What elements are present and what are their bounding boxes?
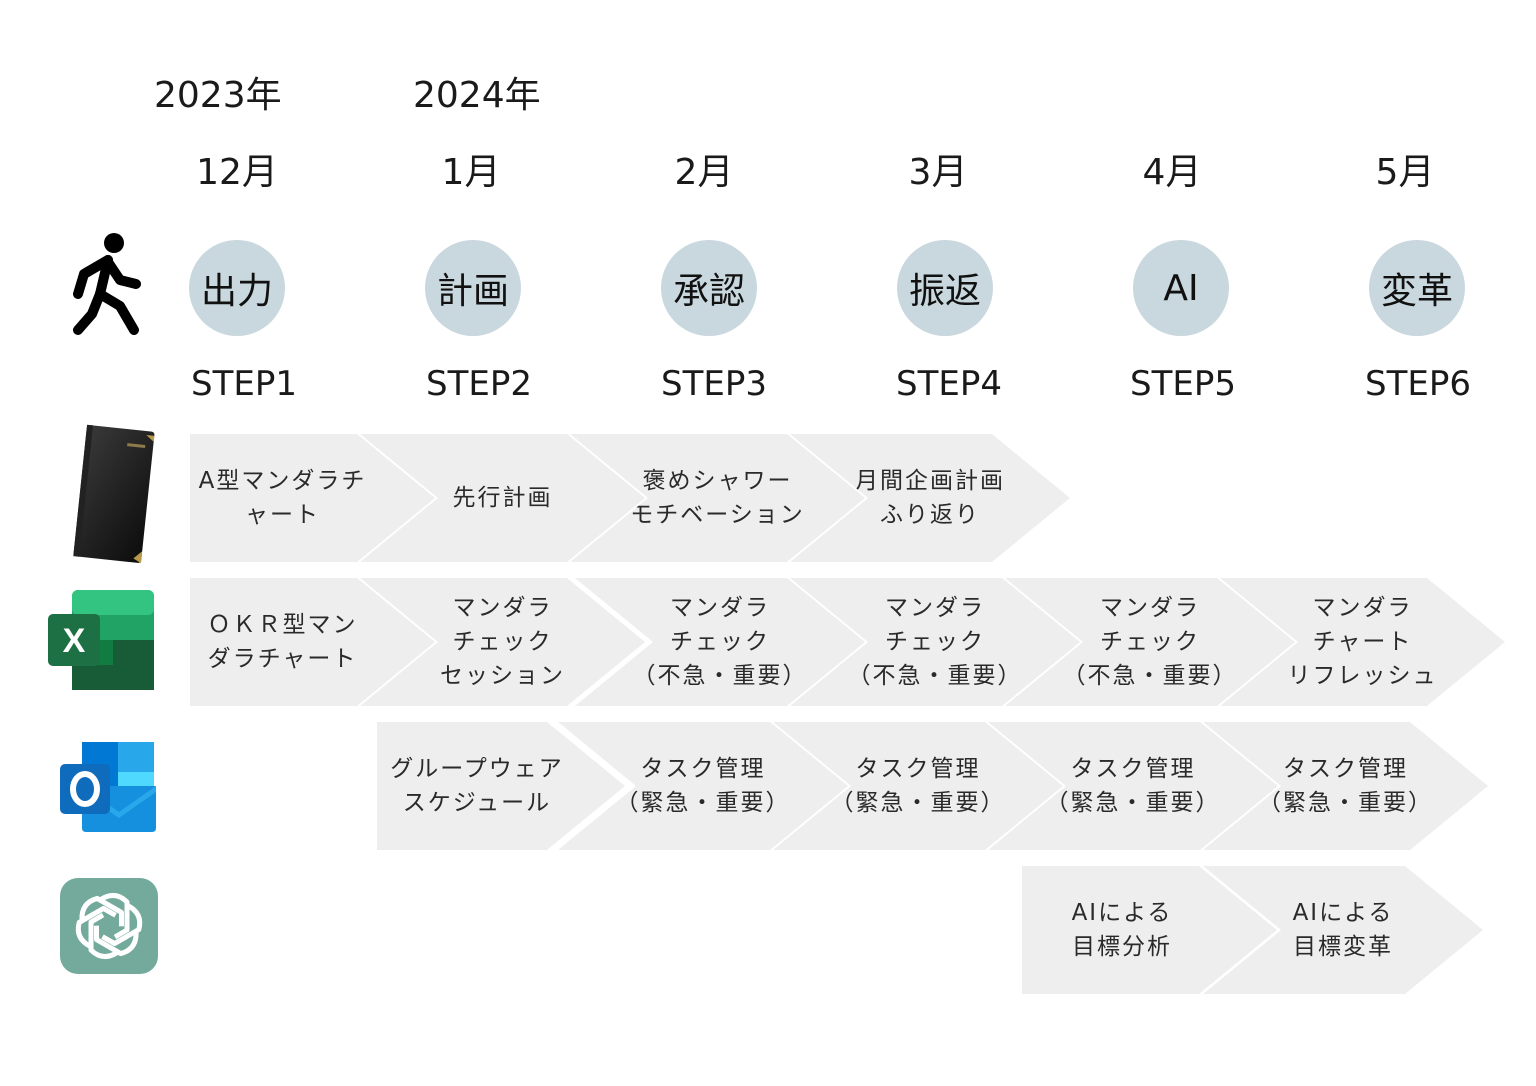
phase-circle-output: 出力	[189, 240, 285, 336]
phase-circle-review: 振返	[897, 240, 993, 336]
outlook-arrow-2-label: タスク管理 （緊急・重要）	[615, 756, 791, 816]
excel-arrow-5-label: マンダラ チェック （不急・重要）	[1062, 595, 1238, 689]
step-6: STEP6	[1365, 364, 1471, 404]
outlook-arrow-4-label: タスク管理 （緊急・重要）	[1045, 756, 1221, 816]
ai-arrow-2-label: AIによる 目標変革	[1292, 900, 1394, 960]
month-feb: 2月	[674, 152, 734, 193]
month-mar: 3月	[908, 152, 968, 193]
notebook-arrow-2-label: 先行計画	[452, 485, 553, 511]
month-may: 5月	[1375, 152, 1435, 193]
month-dec: 12月	[196, 152, 278, 193]
year-2023: 2023年	[154, 75, 282, 116]
svg-text:X: X	[63, 622, 86, 660]
step-4: STEP4	[896, 364, 1002, 404]
notebook-arrow-4-label: 月間企画計画 ふり返り	[855, 468, 1005, 528]
ai-arrow-1-label: AIによる 目標分析	[1071, 900, 1173, 960]
phase-circle-plan: 計画	[425, 240, 521, 336]
excel-arrow-1-label: ＯＫＲ型マン ダラチャート	[207, 612, 358, 672]
black-notebook-icon	[73, 424, 155, 564]
year-2024: 2024年	[413, 75, 541, 116]
month-apr: 4月	[1142, 152, 1202, 193]
excel-arrow-4-label: マンダラ チェック （不急・重要）	[847, 595, 1023, 689]
step-5: STEP5	[1130, 364, 1236, 404]
chatgpt-icon	[60, 878, 158, 974]
step-3: STEP3	[661, 364, 767, 404]
phase-circle-transform: 変革	[1369, 240, 1465, 336]
outlook-icon	[60, 742, 156, 832]
step-1: STEP1	[191, 364, 297, 404]
outlook-arrow-5-label: タスク管理 （緊急・重要）	[1258, 756, 1433, 816]
step-2: STEP2	[426, 364, 532, 404]
phase-circle-approval: 承認	[661, 240, 757, 336]
phase-circle-ai: AI	[1133, 240, 1229, 336]
outlook-arrow-3-label: タスク管理 （緊急・重要）	[830, 756, 1006, 816]
month-jan: 1月	[441, 152, 501, 193]
excel-icon: X	[48, 590, 154, 690]
excel-arrow-3-label: マンダラ チェック （不急・重要）	[632, 595, 808, 689]
outlook-arrow-1-label: グループウェア スケジュール	[390, 756, 564, 816]
excel-arrow-6-label: マンダラ チャート リフレッシュ	[1287, 595, 1438, 689]
notebook-arrow-1-label: A型マンダラチ ャート	[198, 468, 367, 528]
notebook-arrow-3-label: 褒めシャワー モチベーション	[630, 468, 805, 528]
excel-arrow-2-label: マンダラ チェック セッション	[440, 595, 565, 689]
walking-person-icon	[73, 233, 141, 335]
